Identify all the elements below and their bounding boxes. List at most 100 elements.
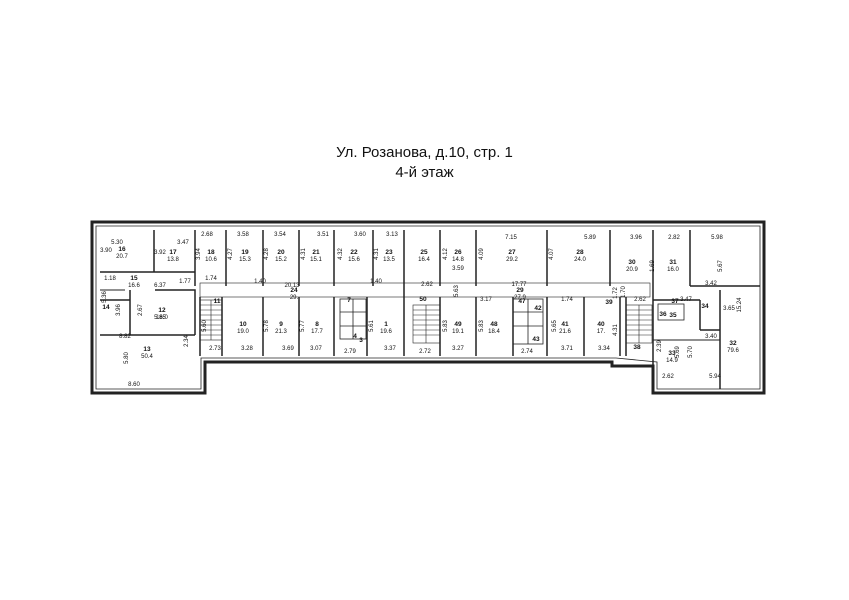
dimension-label: 3.65	[723, 306, 735, 312]
dimension-label: 1.72	[613, 287, 619, 299]
dimension-label: 8.82	[119, 334, 131, 340]
dimension-label: 3.60	[354, 232, 366, 238]
dimension-label: 5.61	[369, 320, 375, 332]
room-area: 29.2	[506, 257, 518, 263]
dimension-label: 3.69	[282, 346, 294, 352]
dimension-label: 2.82	[668, 235, 680, 241]
dimension-label: 3.96	[116, 304, 122, 316]
room-number: 34	[701, 303, 709, 310]
room-number: 24	[290, 287, 298, 294]
dimension-label: 3.71	[561, 346, 573, 352]
room-number: 3	[359, 337, 363, 344]
dimension-label: 5.65	[552, 320, 558, 332]
dimension-label: 3.51	[317, 232, 329, 238]
room-number: 38	[633, 344, 641, 351]
dimension-label: 4.31	[301, 248, 307, 260]
dimension-label: 4.28	[264, 248, 270, 260]
dimension-label: 5.60	[202, 320, 208, 332]
dimension-label: 3.42	[705, 281, 717, 287]
dimension-label: 5.85	[154, 315, 166, 321]
dimension-label: 2.79	[344, 349, 356, 355]
dimension-label: 3.34	[598, 346, 610, 352]
dimension-label: 1.74	[205, 276, 217, 282]
dimension-label: 15.24	[737, 297, 743, 313]
dimension-label: 6.37	[154, 283, 166, 289]
dimension-label: 17.77	[511, 282, 527, 288]
dimension-label: 3.47	[680, 297, 692, 303]
dimension-label: 3.96	[630, 235, 642, 241]
room-number: 14	[102, 304, 110, 311]
dimension-label: 3.90	[100, 248, 112, 254]
room-number: 41	[561, 321, 569, 328]
dimension-label: 1.40	[254, 279, 266, 285]
room-area: 19.1	[452, 329, 464, 335]
dimension-label: 2.73	[209, 346, 221, 352]
dimension-label: 5.67	[718, 260, 724, 272]
room-area: 13.8	[167, 257, 179, 263]
room-area: 15.6	[348, 257, 360, 263]
room-number: 48	[490, 321, 498, 328]
room-number: 37	[671, 298, 679, 305]
room-area: 19.6	[380, 329, 392, 335]
room-number: 31	[669, 259, 677, 266]
dimension-label: 3.17	[480, 297, 492, 303]
dimension-label: 2.72	[419, 349, 431, 355]
room-number: 9	[279, 321, 283, 328]
dimension-label: 3.37	[384, 346, 396, 352]
room-number: 33	[668, 350, 676, 357]
room-number: 47	[518, 298, 526, 305]
dimension-label: 3.27	[452, 346, 464, 352]
room-number: 43	[532, 336, 540, 343]
room-area: 21.3	[275, 329, 287, 335]
room-area: 18.4	[488, 329, 500, 335]
dimension-label: 5.89	[584, 235, 596, 241]
room-number: 8	[315, 321, 319, 328]
room-number: 18	[207, 249, 215, 256]
room-number: 27	[508, 249, 516, 256]
room-number: 11	[214, 298, 221, 305]
room-number: 39	[605, 299, 613, 306]
dimension-label: 4.32	[338, 248, 344, 260]
dimension-label: 8.60	[128, 382, 140, 388]
dimension-label: 3.13	[386, 232, 398, 238]
room-area: 16.4	[418, 257, 430, 263]
room-area: 17.	[597, 329, 606, 335]
room-number: 15	[130, 275, 138, 282]
dimension-label: 3.07	[310, 346, 322, 352]
room-area: 14.9	[666, 358, 678, 364]
dimension-label: 2.68	[201, 232, 213, 238]
dimension-label: 2.74	[521, 349, 533, 355]
dimension-label: 4.12	[443, 248, 449, 260]
room-number: 7	[347, 297, 351, 304]
room-number: 42	[534, 305, 542, 312]
dimension-label: 2.67	[138, 304, 144, 316]
room-number: 22	[350, 249, 358, 256]
dimension-label: 5.36	[102, 291, 108, 303]
dimension-label: 5.98	[711, 235, 723, 241]
dimension-label: 4.27	[228, 248, 234, 260]
sanitary-rooms	[339, 298, 685, 345]
room-number: 17	[169, 249, 177, 256]
room-area: 13.5	[383, 257, 395, 263]
corridor	[199, 282, 651, 298]
room-number: 1	[384, 321, 388, 328]
dimension-label: 5.69	[675, 346, 681, 358]
room-number: 49	[454, 321, 462, 328]
dimension-label: 3.92	[154, 250, 166, 256]
room-number: 21	[312, 249, 320, 256]
room-number: 10	[239, 321, 247, 328]
dimension-label: 3.54	[274, 232, 286, 238]
room-number: 36	[659, 311, 667, 318]
room-area: 27.9	[514, 295, 526, 301]
dimension-label: 2.62	[662, 374, 674, 380]
dimension-label: 2.34	[184, 335, 190, 347]
room-number: 12	[158, 307, 166, 314]
plan-title: Ул. Розанова, д.10, стр. 1	[336, 144, 513, 161]
room-area: 16.0	[667, 267, 679, 273]
dimension-label: 5.77	[300, 320, 306, 332]
dimension-label: 1.77	[179, 279, 191, 285]
room-number: 23	[385, 249, 393, 256]
room-area: 20.9	[626, 267, 638, 273]
